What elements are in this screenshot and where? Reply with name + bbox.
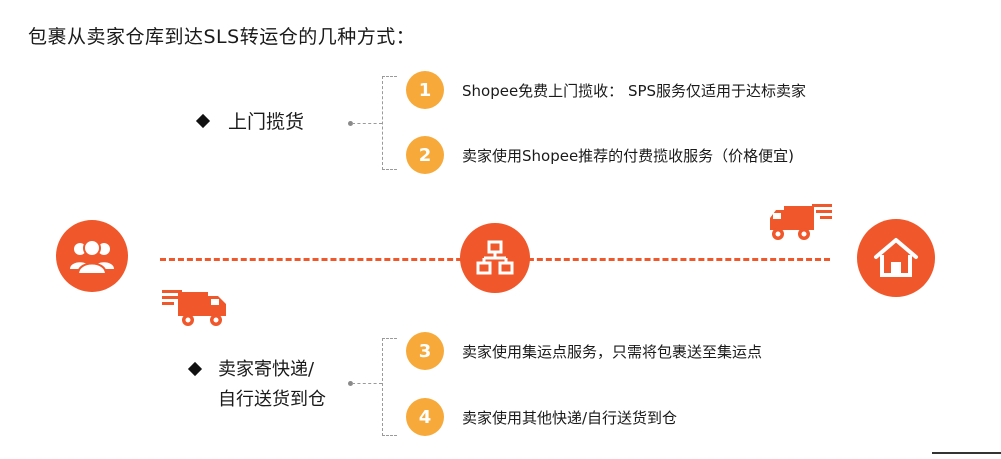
- step-text-4: 卖家使用其他快递/自行送货到仓: [462, 409, 678, 427]
- warehouse-circle: [857, 219, 935, 297]
- step-badge-2: 2: [406, 136, 444, 174]
- hub-circle: [460, 223, 530, 293]
- truck-icon: [162, 290, 226, 326]
- truck-icon: [770, 204, 832, 240]
- step-badge-4: 4: [406, 398, 444, 436]
- seller-circle: [56, 220, 128, 292]
- group-label-pickup: 上门揽货: [228, 111, 305, 133]
- divider: [932, 452, 1001, 454]
- house-icon: [874, 238, 918, 277]
- group-label-express-line2: 自行送货到仓: [218, 389, 326, 410]
- connector-dot: [348, 381, 353, 386]
- connector-dot: [348, 121, 353, 126]
- group-bracket: [382, 76, 397, 170]
- connector-stem: [352, 383, 382, 384]
- bullet-diamond: [195, 113, 211, 129]
- network-icon: [476, 240, 514, 275]
- group-label-express-line1: 卖家寄快递/: [218, 359, 315, 380]
- step-text-3: 卖家使用集运点服务，只需将包裹送至集运点: [462, 343, 763, 361]
- bullet-diamond: [187, 361, 203, 377]
- step-badge-3: 3: [406, 332, 444, 370]
- group-bracket: [382, 338, 397, 436]
- people-icon: [70, 239, 114, 275]
- connector-stem: [352, 123, 382, 124]
- step-text-2: 卖家使用Shopee推荐的付费揽收服务（价格便宜): [462, 147, 795, 165]
- step-text-1: Shopee免费上门揽收： SPS服务仅适用于达标卖家: [462, 82, 807, 100]
- step-badge-1: 1: [406, 71, 444, 109]
- page-title: 包裹从卖家仓库到达SLS转运仓的几种方式：: [28, 26, 416, 48]
